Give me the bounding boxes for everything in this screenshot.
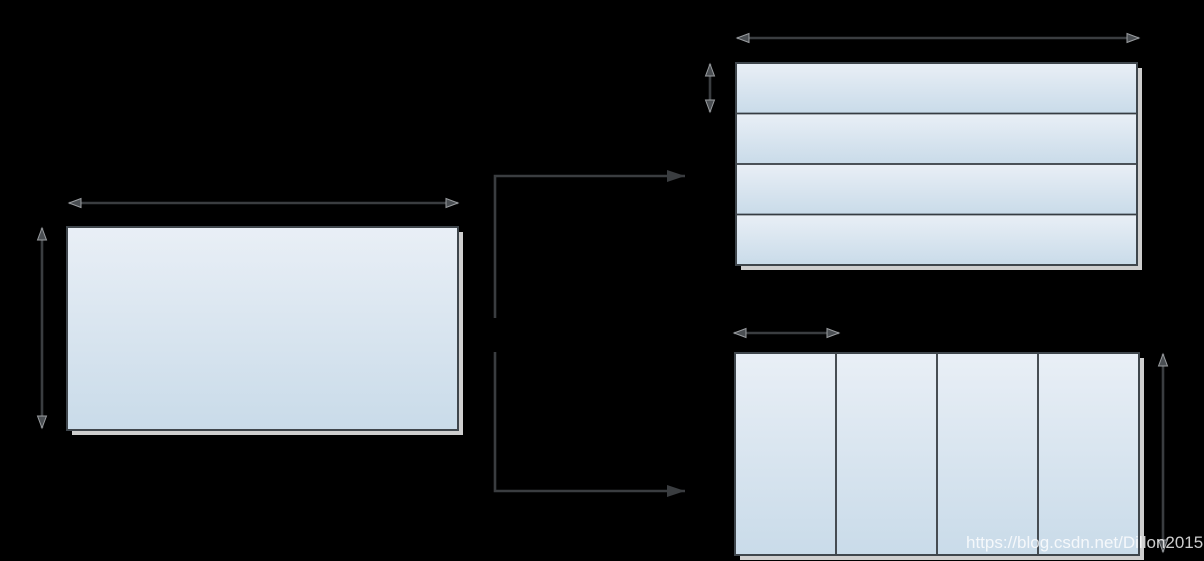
- source-block-outline: [66, 226, 459, 431]
- column-segment: [1038, 353, 1139, 555]
- connector-to-row-partition: [493, 170, 685, 318]
- column-segment: [937, 353, 1038, 555]
- connector-to-column-partition: [493, 352, 685, 497]
- column-segment: [735, 353, 836, 555]
- row-partition-group: [704, 32, 1142, 270]
- row-partition-outline: [735, 62, 1138, 266]
- source-block: [67, 227, 458, 430]
- row-segment: [736, 63, 1137, 114]
- column-segment: [836, 353, 937, 555]
- column-partition-group: [732, 327, 1169, 560]
- row-segment: [736, 164, 1137, 215]
- row-segment: [736, 113, 1137, 164]
- connector-group: [493, 170, 685, 497]
- column-partition-outline: [734, 352, 1140, 556]
- row-segment: [736, 214, 1137, 265]
- source-block-group: [36, 197, 463, 435]
